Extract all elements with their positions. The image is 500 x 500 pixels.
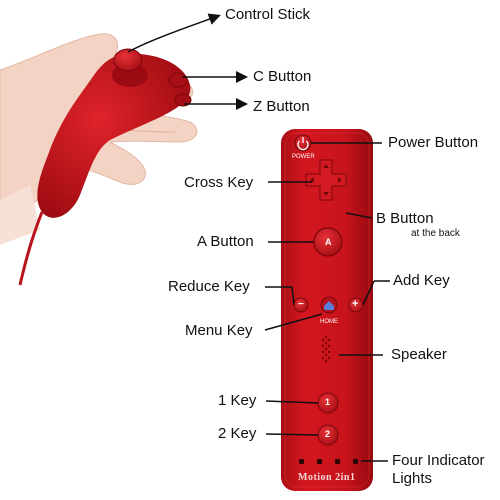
label-power-button: Power Button xyxy=(388,134,479,151)
leader-lines xyxy=(127,13,390,462)
label-control-stick: Control Stick xyxy=(225,6,311,23)
label-a-button: A Button xyxy=(197,233,254,250)
label-c-button: C Button xyxy=(253,68,312,85)
home-label: HOME xyxy=(320,319,338,325)
label-one-key: 1 Key xyxy=(218,392,257,409)
control-stick[interactable] xyxy=(112,48,148,87)
label-lights: Lights xyxy=(392,470,433,487)
power-label: POWER xyxy=(292,154,315,160)
power-button[interactable] xyxy=(294,134,312,152)
label-reduce-key: Reduce Key xyxy=(168,278,250,295)
label-menu-key: Menu Key xyxy=(185,322,253,339)
label-speaker: Speaker xyxy=(391,346,447,363)
label-cross-key: Cross Key xyxy=(184,174,254,191)
label-z-button: Z Button xyxy=(253,98,310,115)
label-b-button-note: at the back xyxy=(411,228,460,239)
one-glyph: 1 xyxy=(325,397,331,407)
label-b-button: B Button xyxy=(376,210,434,227)
plus-glyph: + xyxy=(352,298,359,310)
label-two-key: 2 Key xyxy=(218,425,257,442)
two-glyph: 2 xyxy=(325,429,331,439)
indicator-lights xyxy=(299,459,358,464)
cross-key[interactable] xyxy=(305,159,347,201)
label-add-key: Add Key xyxy=(393,272,450,289)
a-button-glyph: A xyxy=(325,237,332,247)
label-four-indicator: Four Indicator xyxy=(392,452,485,469)
speaker-grille xyxy=(321,335,331,363)
brand-text: Motion 2in1 xyxy=(298,472,356,483)
minus-glyph: − xyxy=(298,299,304,310)
nunchuk-controller xyxy=(18,53,192,286)
menu-key[interactable] xyxy=(320,296,338,314)
